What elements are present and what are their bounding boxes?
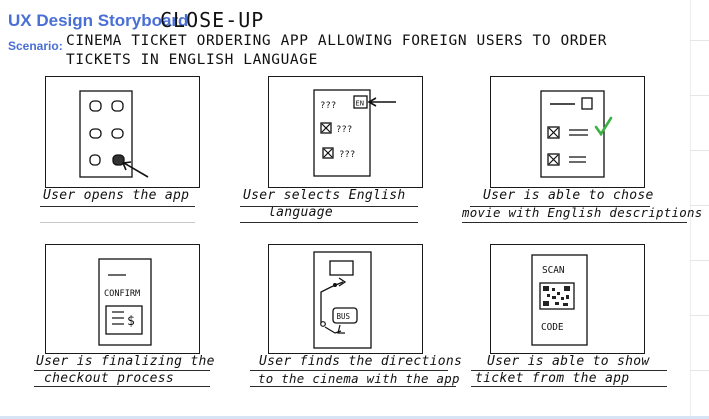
app-tile-icon bbox=[111, 100, 124, 112]
cinema-destination-icon bbox=[329, 260, 354, 276]
grid-line bbox=[690, 95, 709, 96]
english-button-label: EN bbox=[356, 100, 364, 108]
caption-underline bbox=[34, 370, 210, 371]
green-checkmark-icon bbox=[594, 116, 613, 137]
storyboard-panel-5: BUS bbox=[268, 244, 423, 354]
movie-list-sketch bbox=[540, 90, 613, 178]
start-point-icon bbox=[320, 321, 326, 327]
storyboard-panel-4: CONFIRM $ bbox=[45, 244, 200, 354]
panel-3-caption-line1: User is able to chose bbox=[483, 188, 654, 203]
storyboard-panel-2: ??? EN ??? ??? bbox=[268, 76, 423, 188]
app-tile-icon bbox=[111, 128, 124, 139]
unknown-text-label: ??? bbox=[336, 125, 352, 135]
panel-6-caption-line2: ticket from the app bbox=[475, 371, 630, 386]
panel-3-caption-line2: movie with English descriptions bbox=[462, 205, 703, 220]
caption-underline bbox=[40, 222, 195, 223]
panel-5-caption-line2: to the cinema with the app bbox=[258, 371, 460, 386]
grid-line bbox=[690, 260, 709, 261]
bus-label: BUS bbox=[337, 312, 351, 321]
scenario-text-line2: TICKETS IN ENGLISH LANGUAGE bbox=[66, 52, 318, 68]
ticket-qr-sketch: SCAN CODE bbox=[531, 254, 588, 346]
app-tile-icon bbox=[89, 128, 102, 139]
caption-underline bbox=[462, 222, 687, 223]
scenario-text-line1: CINEMA TICKET ORDERING APP ALLOWING FORE… bbox=[66, 33, 608, 49]
scan-label: SCAN bbox=[542, 265, 565, 276]
app-tile-icon bbox=[89, 100, 102, 112]
caption-underline bbox=[240, 206, 418, 207]
tap-arrow-icon bbox=[123, 162, 149, 178]
grid-line bbox=[690, 370, 709, 371]
caption-underline bbox=[250, 370, 448, 371]
closeup-subtitle: CLOSE-UP bbox=[160, 8, 265, 32]
bottom-edge bbox=[0, 416, 709, 419]
storyboard-panel-3 bbox=[490, 76, 645, 188]
caption-underline bbox=[471, 386, 667, 387]
language-select-sketch: ??? EN ??? ??? bbox=[313, 89, 396, 177]
caption-underline bbox=[40, 206, 195, 207]
checkout-sketch: CONFIRM $ bbox=[98, 258, 152, 346]
grid-line bbox=[690, 315, 709, 316]
panel-4-caption-line1: User is finalizing the bbox=[36, 354, 215, 369]
caption-underline bbox=[34, 386, 210, 387]
caption-underline bbox=[470, 206, 650, 207]
panel-6-caption-line1: User is able to show bbox=[487, 354, 650, 369]
currency-icon: $ bbox=[127, 314, 135, 329]
panel-4-caption-line2: checkout process bbox=[44, 371, 175, 386]
english-language-button bbox=[353, 95, 368, 109]
route-line bbox=[320, 281, 344, 323]
grid-line bbox=[690, 150, 709, 151]
confirm-label: CONFIRM bbox=[104, 289, 140, 299]
storyboard-panel-1 bbox=[45, 76, 200, 188]
page-margin-rule bbox=[690, 0, 691, 419]
panel-2-caption-line1: User selects English bbox=[243, 188, 406, 203]
qr-code-icon bbox=[539, 282, 575, 310]
menu-square-icon bbox=[581, 97, 593, 110]
scenario-label: Scenario: bbox=[8, 39, 63, 53]
bus-icon bbox=[332, 307, 358, 324]
receipt-icon bbox=[105, 305, 143, 335]
storyboard-title: UX Design Storyboard bbox=[8, 11, 189, 30]
checkbox-checked-icon bbox=[547, 153, 560, 166]
grid-line bbox=[690, 40, 709, 41]
unknown-text-label: ??? bbox=[320, 101, 336, 111]
caption-underline bbox=[250, 386, 456, 387]
panel-5-caption-line1: User finds the directions bbox=[259, 354, 463, 369]
unknown-text-label: ??? bbox=[339, 150, 355, 160]
panel-1-caption: User opens the app bbox=[43, 188, 190, 203]
grid-line bbox=[690, 205, 709, 206]
app-tile-icon bbox=[89, 154, 101, 166]
caption-underline bbox=[240, 222, 418, 223]
phone-home-sketch bbox=[79, 90, 149, 178]
storyboard-panel-6: SCAN CODE bbox=[490, 244, 645, 354]
checkbox-checked-icon bbox=[547, 126, 560, 139]
checkbox-checked-icon bbox=[320, 122, 332, 134]
cinema-app-icon bbox=[112, 154, 125, 166]
caption-underline bbox=[471, 370, 667, 371]
panel-2-caption-line2: language bbox=[268, 205, 334, 220]
code-label: CODE bbox=[541, 322, 564, 333]
checkbox-checked-icon bbox=[322, 147, 334, 159]
directions-map-sketch: BUS bbox=[313, 251, 372, 349]
